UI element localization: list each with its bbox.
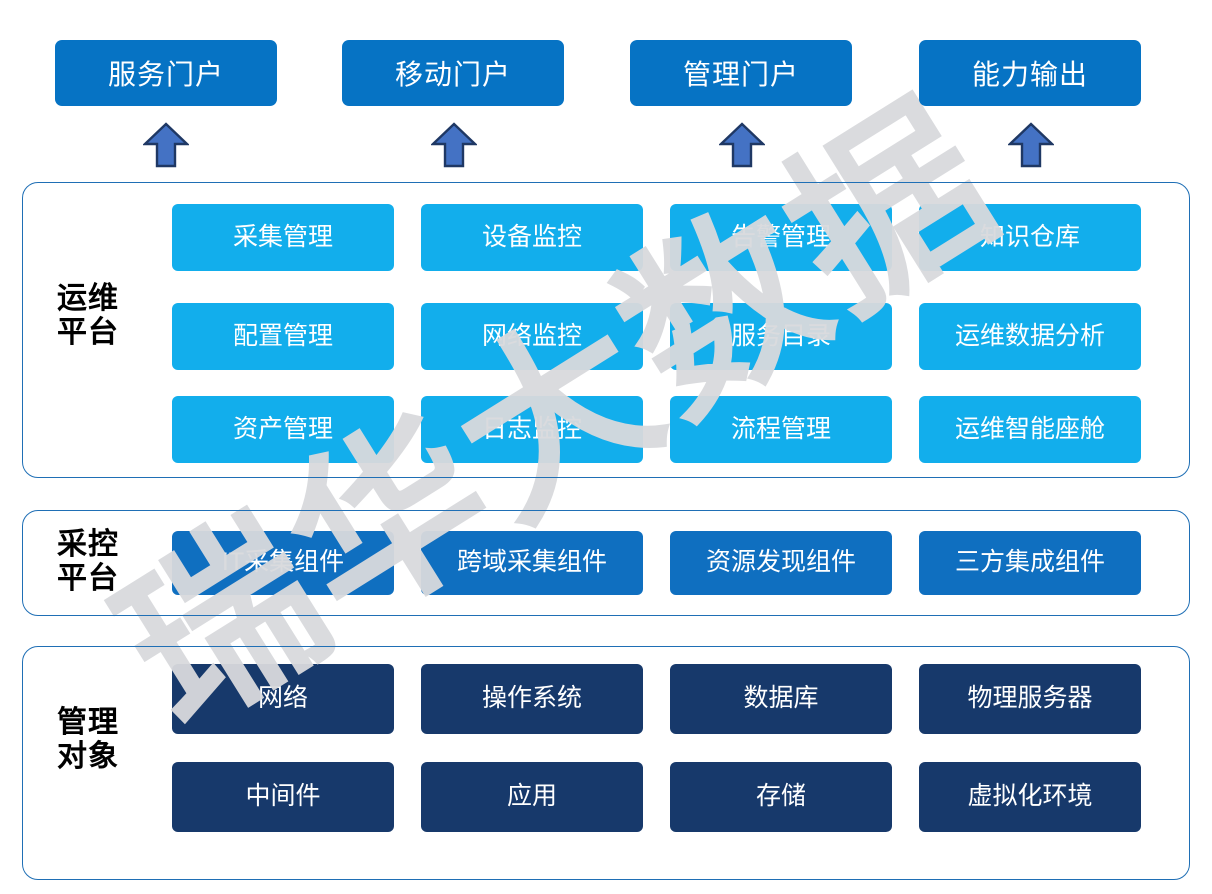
- tile-obj-virtualization[interactable]: 虚拟化环境: [919, 762, 1141, 832]
- tile-ops-device-monitor[interactable]: 设备监控: [421, 204, 643, 271]
- tile-obj-os[interactable]: 操作系统: [421, 664, 643, 734]
- tile-obj-application[interactable]: 应用: [421, 762, 643, 832]
- tile-obj-server[interactable]: 物理服务器: [919, 664, 1141, 734]
- section-ops-platform: [22, 182, 1190, 478]
- portal-box-admin[interactable]: 管理门户: [630, 40, 852, 106]
- tile-ops-log-monitor[interactable]: 日志监控: [421, 396, 643, 463]
- section-label-coll-line2: 平台: [57, 560, 119, 596]
- arrow-up-service-portal-icon: [143, 122, 189, 168]
- section-label-managed-objects: 管理 对象: [38, 706, 138, 773]
- section-label-coll-line1: 采控: [57, 527, 119, 562]
- section-label-collection-platform: 采控 平台: [38, 528, 138, 595]
- section-label-ops-line2: 平台: [57, 314, 119, 350]
- arrow-up-mobile-portal-icon: [431, 122, 477, 168]
- tile-obj-middleware[interactable]: 中间件: [172, 762, 394, 832]
- tile-ops-asset-mgmt[interactable]: 资产管理: [172, 396, 394, 463]
- tile-obj-database[interactable]: 数据库: [670, 664, 892, 734]
- section-managed-objects: [22, 646, 1190, 880]
- tile-obj-network[interactable]: 网络: [172, 664, 394, 734]
- arrow-up-capability-output-icon: [1008, 122, 1054, 168]
- section-label-objs-line2: 对象: [57, 738, 119, 774]
- tile-ops-data-analysis[interactable]: 运维数据分析: [919, 303, 1141, 370]
- tile-ops-alarm-mgmt[interactable]: 告警管理: [670, 204, 892, 271]
- tile-ops-collect-mgmt[interactable]: 采集管理: [172, 204, 394, 271]
- tile-coll-resource-discovery[interactable]: 资源发现组件: [670, 531, 892, 595]
- tile-ops-service-catalog[interactable]: 服务目录: [670, 303, 892, 370]
- tile-coll-it-collector[interactable]: IT采集组件: [172, 531, 394, 595]
- tile-ops-network-monitor[interactable]: 网络监控: [421, 303, 643, 370]
- tile-ops-config-mgmt[interactable]: 配置管理: [172, 303, 394, 370]
- portal-row: 服务门户 移动门户 管理门户 能力输出: [0, 40, 1212, 106]
- tile-coll-crossdomain[interactable]: 跨域采集组件: [421, 531, 643, 595]
- tile-coll-thirdparty[interactable]: 三方集成组件: [919, 531, 1141, 595]
- portal-box-service[interactable]: 服务门户: [55, 40, 277, 106]
- section-label-objs-line1: 管理: [57, 705, 119, 740]
- tile-ops-knowledge-base[interactable]: 知识仓库: [919, 204, 1141, 271]
- section-label-ops-platform: 运维 平台: [38, 282, 138, 349]
- tile-ops-process-mgmt[interactable]: 流程管理: [670, 396, 892, 463]
- section-collection-platform: [22, 510, 1190, 616]
- portal-box-mobile[interactable]: 移动门户: [342, 40, 564, 106]
- portal-box-capability[interactable]: 能力输出: [919, 40, 1141, 106]
- tile-ops-smart-cockpit[interactable]: 运维智能座舱: [919, 396, 1141, 463]
- tile-obj-storage[interactable]: 存储: [670, 762, 892, 832]
- section-label-ops-line1: 运维: [57, 281, 119, 316]
- arrow-up-admin-portal-icon: [719, 122, 765, 168]
